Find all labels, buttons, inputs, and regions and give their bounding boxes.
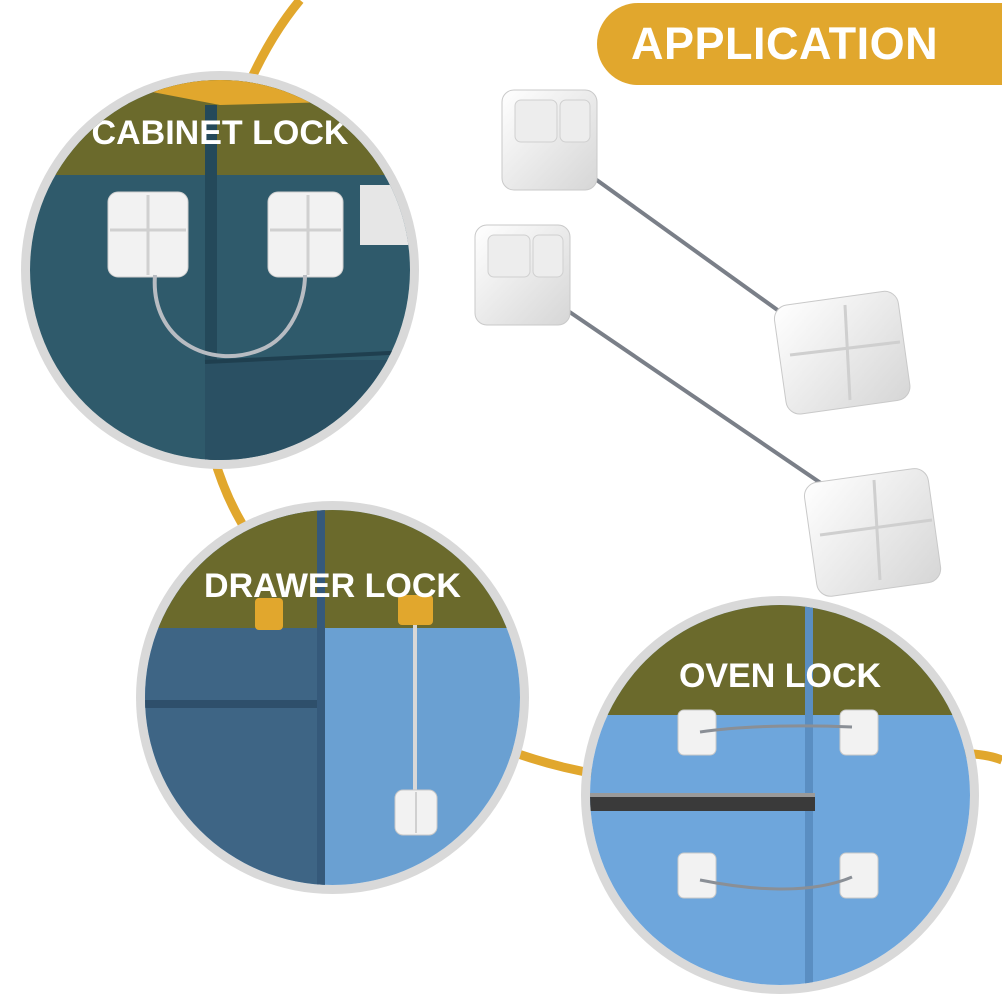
drawer-lock-scene: DRAWER LOCK <box>145 510 520 885</box>
cable-lock-1 <box>501 89 911 415</box>
cabinet-lock-label: CABINET LOCK <box>91 114 349 152</box>
cabinet-lock-scene: CABINET LOCK <box>30 80 410 460</box>
cabinet-scene-art <box>30 80 410 460</box>
oven-lock-label: OVEN LOCK <box>678 657 882 695</box>
application-badge: APPLICATION <box>597 3 1002 85</box>
cable-lock-2 <box>474 224 942 597</box>
drawer-scene-art <box>145 510 520 885</box>
drawer-lock-label: DRAWER LOCK <box>204 567 461 605</box>
application-title: APPLICATION <box>631 18 939 69</box>
oven-lock-scene: OVEN LOCK <box>590 605 970 985</box>
oven-scene-art <box>590 605 970 985</box>
product-image <box>474 89 942 597</box>
